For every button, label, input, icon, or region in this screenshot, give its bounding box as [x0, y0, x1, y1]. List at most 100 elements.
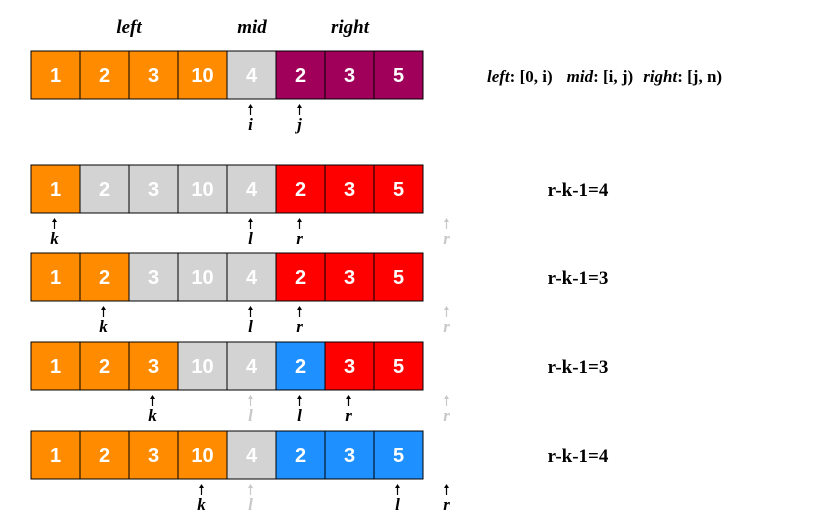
pointer-arrow-head [248, 104, 253, 108]
pointer-l: l [248, 484, 253, 514]
pointer-arrow-head [297, 104, 302, 108]
pointer-label: l [248, 317, 253, 336]
pointer-r: r [296, 306, 303, 336]
pointer-label: r [443, 406, 450, 425]
array-cell [275, 341, 326, 391]
array-cell [128, 164, 179, 214]
array-cell [128, 50, 179, 100]
cell-value: 2 [99, 267, 110, 289]
pointer-l: l [248, 395, 253, 425]
pointer-arrow-head [150, 395, 155, 399]
pointer-arrow-head [248, 484, 253, 488]
array-cell [177, 341, 228, 391]
pointer-l: l [248, 218, 253, 248]
range-legend: left: [0, i)mid: [i, j)right: [j, n) [487, 67, 722, 86]
legend-mid-range: : [i, j) [593, 67, 633, 86]
cell-value: 5 [393, 445, 404, 467]
array-cell [324, 50, 375, 100]
pointer-arrow-head [248, 218, 253, 222]
pointer-label: j [294, 115, 302, 134]
cell-value: 2 [99, 356, 110, 378]
array-cell [275, 430, 326, 480]
cell-value: 10 [191, 65, 213, 87]
pointer-label: l [248, 229, 253, 248]
pointer-arrow-head [248, 395, 253, 399]
array-cell [79, 341, 130, 391]
pointer-label: l [297, 406, 302, 425]
length-formula: r-k-1=4 [548, 446, 609, 467]
cell-value: 10 [191, 445, 213, 467]
pointer-r: r [296, 218, 303, 248]
header-mid-label: mid [237, 17, 267, 38]
array-cell [275, 50, 326, 100]
cell-value: 10 [191, 267, 213, 289]
cell-value: 2 [99, 445, 110, 467]
pointer-j: j [294, 104, 302, 134]
cell-value: 3 [148, 179, 159, 201]
pointer-label: r [296, 229, 303, 248]
header-right-label: right [331, 17, 370, 38]
pointer-arrow-head [444, 484, 449, 488]
cell-value: 1 [50, 65, 61, 87]
array-cell [128, 430, 179, 480]
header-left-label: left [116, 17, 142, 38]
legend-left-label: left [487, 67, 511, 86]
array-cell [177, 430, 228, 480]
array-cell [177, 164, 228, 214]
cell-value: 2 [295, 179, 306, 201]
pointer-label: r [443, 229, 450, 248]
cell-value: 1 [50, 267, 61, 289]
array-cell [79, 164, 130, 214]
pointer-arrow-head [297, 395, 302, 399]
cell-value: 3 [344, 267, 355, 289]
cell-value: 4 [246, 445, 258, 467]
legend-mid-label: mid [567, 67, 594, 86]
length-formula: r-k-1=4 [548, 180, 609, 201]
pointer-label: k [197, 495, 206, 514]
pointer-label: k [50, 229, 59, 248]
array-cell [275, 164, 326, 214]
array-cell [324, 430, 375, 480]
cell-value: 2 [99, 65, 110, 87]
cell-value: 3 [148, 356, 159, 378]
cell-value: 3 [344, 65, 355, 87]
pointer-r: r [345, 395, 352, 425]
pointer-arrow-head [101, 306, 106, 310]
cell-value: 2 [295, 267, 306, 289]
legend-left-range: : [0, i) [510, 67, 553, 86]
pointer-label: l [248, 495, 253, 514]
pointer-label: k [99, 317, 108, 336]
cell-value: 3 [148, 445, 159, 467]
length-formula: r-k-1=3 [548, 268, 609, 289]
array-cell [30, 164, 81, 214]
cell-value: 5 [393, 179, 404, 201]
cell-value: 3 [148, 267, 159, 289]
array-cell [373, 252, 424, 302]
pointer-l: l [297, 395, 302, 425]
array-cell [30, 341, 81, 391]
pointer-arrow-head [52, 218, 57, 222]
array-cell [30, 430, 81, 480]
pointer-k: k [50, 218, 59, 248]
array-cell [373, 50, 424, 100]
length-formula: r-k-1=3 [548, 357, 609, 378]
cell-value: 4 [246, 179, 258, 201]
pointer-r: r [443, 306, 450, 336]
cell-value: 4 [246, 267, 258, 289]
cell-value: 3 [344, 356, 355, 378]
array-cell [324, 252, 375, 302]
legend-right-label: right [643, 67, 678, 86]
pointer-arrow-head [248, 306, 253, 310]
cell-value: 3 [344, 179, 355, 201]
cell-value: 1 [50, 179, 61, 201]
pointer-label: l [395, 495, 400, 514]
cell-value: 3 [148, 65, 159, 87]
pointer-arrow-head [444, 395, 449, 399]
